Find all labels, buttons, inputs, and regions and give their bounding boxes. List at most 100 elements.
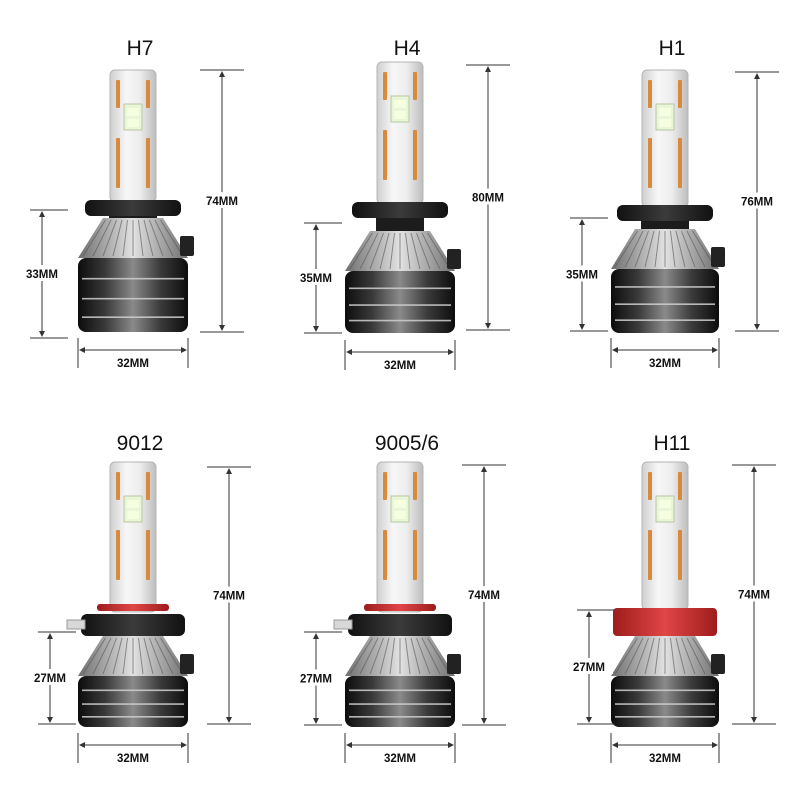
overall-height-label: 76MM xyxy=(741,197,773,209)
fin-groove xyxy=(427,232,451,270)
dim-arrow xyxy=(47,717,53,723)
driver-connector xyxy=(711,247,725,267)
bulb-model-label: 9012 xyxy=(117,432,164,455)
dim-arrow xyxy=(181,742,187,748)
fin-groove xyxy=(654,637,660,675)
dim-arrow xyxy=(586,611,592,617)
fin-groove xyxy=(675,230,686,268)
amber-strip xyxy=(678,530,682,580)
fin-groove xyxy=(112,219,123,257)
overall-height-label: 74MM xyxy=(738,590,770,602)
height-dimension: 76MM xyxy=(735,71,779,332)
fin-groove xyxy=(634,230,649,268)
dim-arrow xyxy=(313,633,319,639)
led-emitter xyxy=(394,511,406,519)
height-dimension: 74MM xyxy=(207,466,251,725)
led-emitter xyxy=(394,111,406,119)
fin-groove xyxy=(369,232,384,270)
amber-strip xyxy=(678,472,682,500)
fin-groove xyxy=(634,637,649,675)
driver-connector xyxy=(447,249,461,269)
fin-groove xyxy=(389,637,395,675)
fin-groove xyxy=(644,637,655,675)
fin-groove xyxy=(681,637,696,675)
amber-strip xyxy=(116,138,120,188)
fin-groove xyxy=(138,637,144,675)
fin-groove xyxy=(143,219,154,257)
fin-groove xyxy=(389,232,395,270)
amber-strip xyxy=(116,472,120,500)
red-oring xyxy=(364,604,436,611)
dim-arrow xyxy=(39,211,45,217)
fin-groove xyxy=(82,219,106,257)
dim-arrow xyxy=(79,742,85,748)
fin-groove xyxy=(359,232,379,270)
width-label: 32MM xyxy=(649,753,681,765)
heatsink-base xyxy=(345,271,455,333)
fin-groove xyxy=(138,219,144,257)
fin-groove xyxy=(421,232,441,270)
bulb-model-label: H7 xyxy=(127,37,154,60)
fin-groove xyxy=(102,637,117,675)
dim-arrow xyxy=(481,718,487,724)
fin-groove xyxy=(349,232,373,270)
mount-collar xyxy=(352,202,448,218)
fin-groove xyxy=(681,230,696,268)
fin-groove xyxy=(410,637,421,675)
dim-label-bg xyxy=(200,192,244,208)
dim-label-bg xyxy=(735,192,779,209)
fin-groove xyxy=(82,637,106,675)
bulb-model-label: 9005/6 xyxy=(375,432,439,455)
amber-strip xyxy=(146,472,150,500)
fin-groove xyxy=(369,637,384,675)
fin-groove xyxy=(122,219,128,257)
fin-groove xyxy=(154,637,174,675)
amber-strip xyxy=(648,80,652,108)
led-emitter xyxy=(127,500,139,508)
width-label: 32MM xyxy=(117,358,149,370)
fin-groove xyxy=(149,637,164,675)
fin-groove xyxy=(92,637,112,675)
base-height-label: 27MM xyxy=(300,674,332,686)
height-dimension: 74MM xyxy=(462,464,506,726)
overall-height-label: 74MM xyxy=(206,196,238,208)
mount-collar xyxy=(617,205,713,221)
fin-groove xyxy=(359,637,379,675)
dim-arrow xyxy=(181,347,187,353)
bulb-9012: 9012 74MM 27MM 32MM xyxy=(26,432,251,765)
fin-groove xyxy=(349,637,373,675)
led-emitter xyxy=(659,500,671,508)
dim-arrow xyxy=(226,468,232,474)
red-oring xyxy=(97,604,169,611)
bulbs-layer: H774MM33MM32MMH480MM35MM32MMH176MM35MM32… xyxy=(18,37,779,765)
amber-strip xyxy=(383,472,387,500)
fin-groove xyxy=(416,232,431,270)
dim-arrow xyxy=(448,742,454,748)
led-emitter xyxy=(127,108,139,116)
dim-label-bg xyxy=(462,586,506,602)
height-dimension: 80MM xyxy=(466,64,510,331)
bulb-model-label: H1 xyxy=(659,37,686,60)
dim-arrow xyxy=(751,466,757,472)
fin-groove xyxy=(405,232,411,270)
led-emitter xyxy=(659,511,671,519)
base-height-dimension: 35MM xyxy=(292,222,342,334)
width-dimension: 32MM xyxy=(344,733,456,765)
overall-height-label: 74MM xyxy=(468,590,500,602)
dim-arrow xyxy=(448,349,454,355)
width-label: 32MM xyxy=(117,753,149,765)
mount-collar xyxy=(85,200,181,216)
fin-groove xyxy=(614,230,638,268)
dim-arrow xyxy=(612,347,618,353)
dim-arrow xyxy=(754,73,760,79)
base-height-label: 27MM xyxy=(34,673,66,685)
red-collar xyxy=(613,608,717,636)
led-emitter xyxy=(394,500,406,508)
led-housing xyxy=(109,461,157,613)
dim-arrow xyxy=(39,331,45,337)
dim-label-bg xyxy=(466,188,510,205)
led-emitter xyxy=(659,108,671,116)
amber-strip xyxy=(413,530,417,580)
